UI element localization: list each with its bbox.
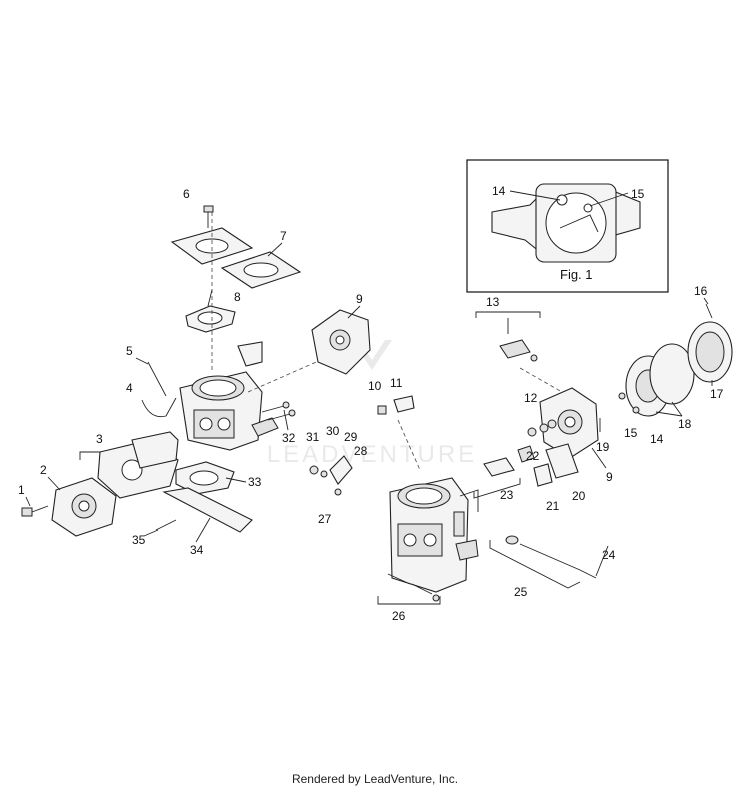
inset-callout-15: 15: [631, 187, 645, 201]
pin-5: [147, 361, 167, 397]
callouts: 1 2 3 4 5 6 7 8 9 9 10 11 12 13 14 15 16…: [18, 187, 724, 623]
callout-30: 30: [326, 424, 340, 438]
cover-17: [687, 321, 733, 383]
carburetor-center: [389, 477, 479, 593]
callout-7: 7: [280, 229, 287, 243]
diaphragm-18: [625, 343, 695, 417]
washer-31: [309, 465, 319, 475]
callout-33: 33: [248, 475, 262, 489]
callout-16: 16: [694, 284, 708, 298]
callout-27: 27: [318, 512, 332, 526]
gasket-7: [220, 251, 302, 289]
rail-34: [162, 487, 253, 533]
callout-21: 21: [546, 499, 560, 513]
callout-35: 35: [132, 533, 146, 547]
gasket-33: [175, 461, 235, 495]
callout-20: 20: [572, 489, 586, 503]
bracket-13: [475, 311, 541, 318]
callout-5: 5: [126, 344, 133, 358]
pump-cover-2: [51, 477, 117, 537]
inset-callout-14: 14: [492, 184, 506, 198]
callout-34: 34: [190, 543, 204, 557]
lever-28: [329, 455, 353, 485]
carburetor-left: [179, 341, 279, 451]
jets-26: [377, 573, 441, 605]
shaft-25: [489, 535, 597, 589]
inset-screw-15: [583, 203, 593, 213]
leader-lines: [25, 242, 713, 577]
inset-linkage: [559, 214, 599, 233]
clip-27: [334, 488, 342, 496]
bracket-left: [237, 341, 263, 367]
callout-9-top: 9: [356, 292, 363, 306]
callout-15: 15: [624, 426, 638, 440]
callout-13: 13: [486, 295, 500, 309]
gasket-3b: [131, 431, 179, 469]
footer-credit: Rendered by LeadVenture, Inc.: [291, 772, 459, 786]
gasket-21: [533, 463, 553, 487]
inset-leader-15: [589, 192, 629, 207]
inset-bore: [545, 192, 607, 254]
right-assembly: [473, 303, 733, 589]
callout-10: 10: [368, 379, 382, 393]
callout-23: 23: [500, 488, 514, 502]
callout-14: 14: [650, 432, 664, 446]
callout-19: 19: [596, 440, 610, 454]
screw-35: [155, 519, 177, 531]
callout-25: 25: [514, 585, 528, 599]
part-11: [393, 395, 415, 413]
gasket-8: [185, 305, 236, 333]
callout-2: 2: [40, 463, 47, 477]
inset-figure: Fig. 1 14 15: [466, 159, 669, 293]
callout-9-right: 9: [606, 470, 613, 484]
pump-9-right: [539, 387, 599, 459]
callout-17: 17: [710, 387, 724, 401]
watermark: LEADVENTURE: [267, 340, 477, 468]
part-10: [377, 405, 387, 415]
hose-4: [141, 397, 177, 418]
screw-1: [21, 505, 49, 517]
callout-8: 8: [234, 290, 241, 304]
callout-26: 26: [392, 609, 406, 623]
callout-12: 12: [524, 391, 538, 405]
callout-22: 22: [526, 449, 540, 463]
left-assembly: [21, 205, 331, 537]
washer-12: [527, 427, 537, 437]
spring-30: [320, 470, 328, 478]
screws-32: [261, 401, 296, 421]
inset-leader-14: [509, 190, 561, 201]
callout-31: 31: [306, 430, 320, 444]
inset-caption: Fig. 1: [560, 267, 593, 282]
callout-6: 6: [183, 187, 190, 201]
callout-29: 29: [344, 430, 358, 444]
bolt-6: [203, 205, 214, 228]
callout-18: 18: [678, 417, 692, 431]
callout-11: 11: [390, 376, 403, 390]
callout-3: 3: [96, 432, 103, 446]
callout-4: 4: [126, 381, 133, 395]
center-linkage: [309, 395, 421, 496]
gasket-20: [545, 443, 579, 479]
pump-9-top: [311, 309, 371, 375]
watermark-text: LEADVENTURE: [267, 441, 477, 468]
flange-plate: [170, 227, 254, 265]
callout-32: 32: [282, 431, 296, 445]
inset-screw-14: [556, 194, 568, 206]
callout-1: 1: [18, 483, 25, 497]
screw-16: [705, 303, 713, 319]
callout-28: 28: [354, 444, 368, 458]
valve-23: [483, 457, 515, 477]
